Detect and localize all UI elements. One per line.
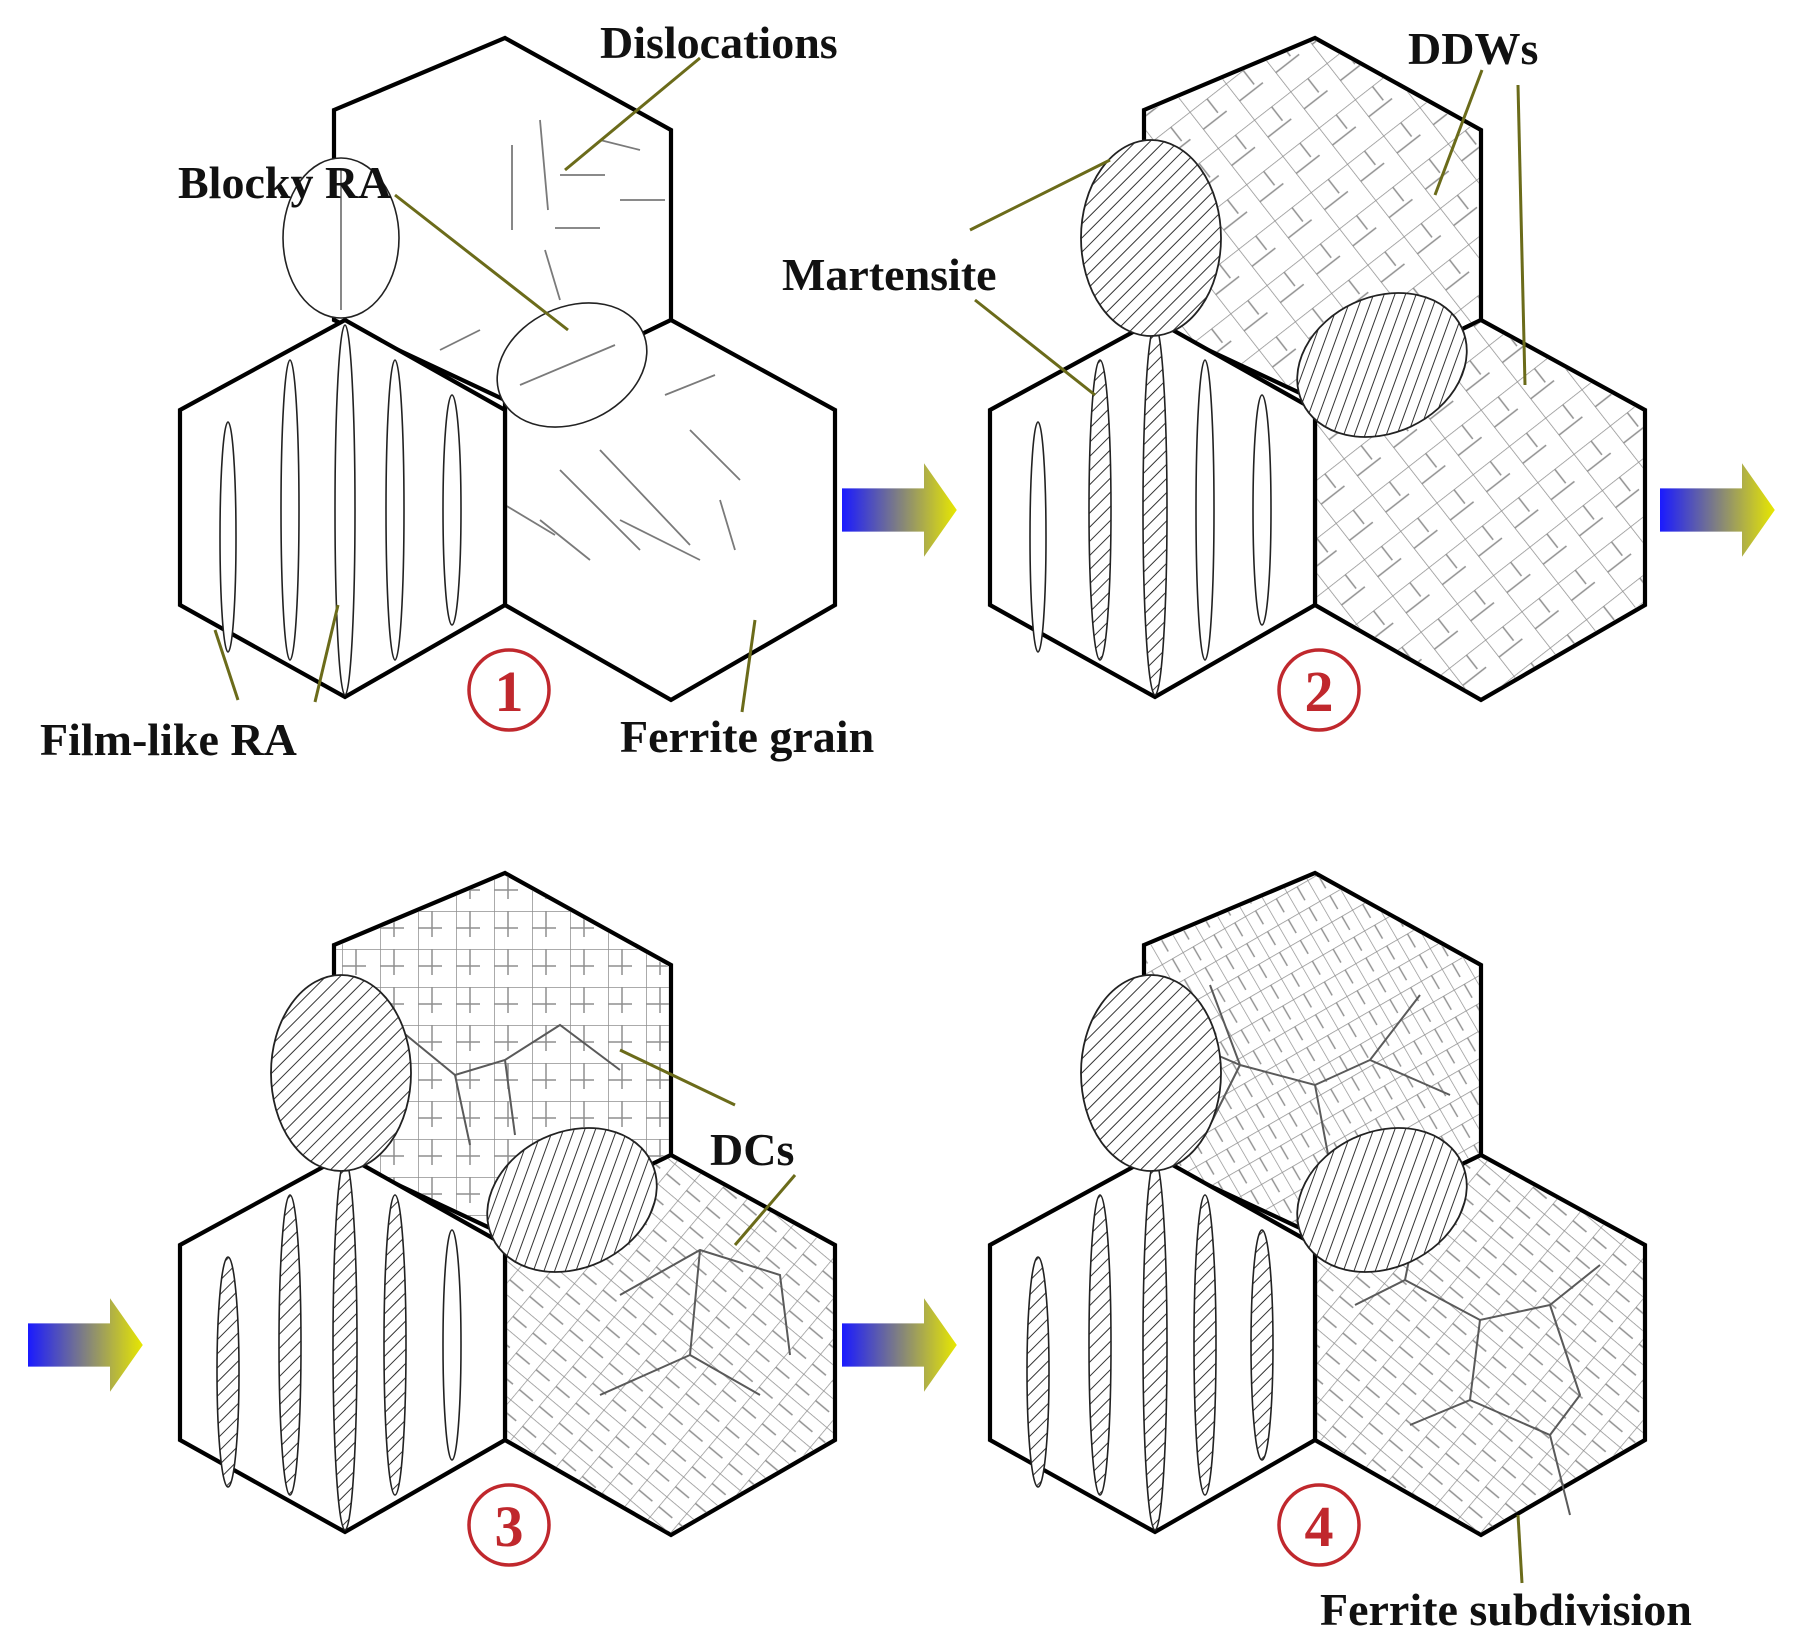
film-lamellae-partly-transformed [1029,324,1272,696]
label-dislocations: Dislocations [600,17,838,68]
martensite-block-upper [1080,974,1222,1172]
dislocation-lines [439,119,741,561]
martensite-block-upper [270,974,412,1172]
dislocation-cells-top [399,1023,621,1146]
label-ferrite-grain: Ferrite grain [620,711,874,762]
label-ddws: DDWs [1408,23,1538,74]
martensite-block-lower [1296,1127,1468,1273]
film-lamellae-fully-transformed [1026,1159,1274,1531]
process-arrow-4 [842,1298,957,1392]
process-arrow-1 [842,463,957,557]
stage-4: Ferrite subdivision 4 [987,870,1692,1635]
label-dcs: DCs [710,1124,794,1175]
martensite-block-lower [1296,292,1468,438]
step-number-3: 3 [495,1494,524,1559]
label-film-like-ra: Film-like RA [40,714,297,765]
film-lamellae-transformed [216,1159,462,1531]
label-martensite: Martensite [782,249,997,300]
step-number-4: 4 [1305,1494,1334,1559]
process-arrow-2 [1660,463,1775,557]
step-number-1: 1 [495,659,524,724]
subgrains-right [1354,1254,1601,1516]
stage-3: DCs 3 [177,870,838,1567]
stage-2: DDWs Martensite 2 [782,23,1648,732]
martensite-block-lower [486,1127,658,1273]
dislocation-cells-right [599,1248,791,1396]
film-like-ra-lamellae [219,324,462,696]
step-marker-4 [1277,1483,1361,1567]
martensite-block-upper [1080,139,1222,337]
step-marker-2 [1277,648,1361,732]
label-ferrite-subdivision: Ferrite subdivision [1320,1584,1692,1635]
stage-1: Dislocations Blocky RA Film-like RA Ferr… [40,17,874,765]
step-marker-1 [467,648,551,732]
process-arrow-3 [28,1298,143,1392]
step-marker-3 [467,1483,551,1567]
step-number-2: 2 [1305,659,1334,724]
label-blocky-ra: Blocky RA [178,157,391,208]
